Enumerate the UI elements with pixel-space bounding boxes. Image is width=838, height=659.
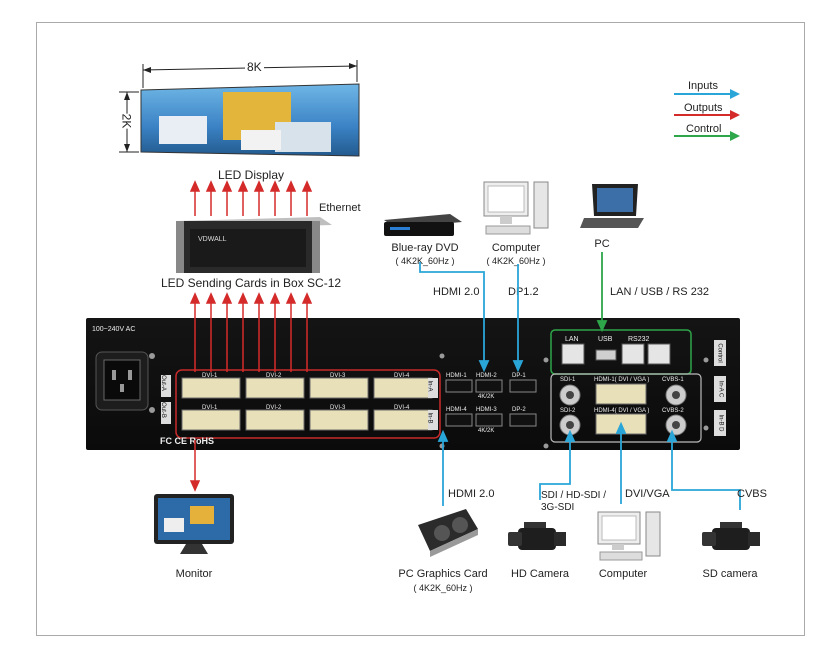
dp-1-port — [509, 379, 537, 393]
cvbs-1-label: CVBS-1 — [662, 377, 684, 383]
dvi-a-1-label: DVI-1 — [202, 373, 218, 379]
computer-bottom-icon — [597, 511, 661, 561]
hdmi-2-port — [475, 379, 503, 393]
pc-graphics-spec: ( 4K2K_60Hz ) — [413, 583, 473, 593]
dimension-height-label: 2K — [119, 113, 134, 129]
hdmi-2-label: HDMI-2 — [476, 373, 497, 379]
cvbs-link-label: CVBS — [737, 488, 767, 500]
hdmi-4-label: HDMI-4 — [446, 407, 467, 413]
led-display-caption: LED Display — [217, 168, 285, 182]
usb-label: USB — [598, 336, 613, 343]
bluray-name: Blue-ray DVD — [391, 242, 459, 254]
legend-control-label: Control — [686, 123, 722, 135]
hdmi-3-port — [475, 413, 503, 427]
dvi-b-3-label: DVI-3 — [330, 405, 346, 411]
legend-inputs-label: Inputs — [688, 80, 718, 92]
hdmi-link-label: HDMI 2.0 — [433, 286, 480, 298]
k4-label-bottom: 4K/2K — [478, 428, 495, 434]
dvi-out-b-4 — [373, 409, 433, 431]
dp-2-port — [509, 413, 537, 427]
hdmi-1-port — [445, 379, 473, 393]
pc-graphics-caption: PC Graphics Card — [398, 568, 488, 580]
dvi-a-2-label: DVI-2 — [266, 373, 282, 379]
legend-control-arrow-icon — [674, 131, 740, 141]
sdi-2-label: SDI-2 — [560, 408, 576, 414]
rs232-label: RS232 — [628, 336, 650, 343]
lan-label: LAN — [565, 336, 579, 343]
cvbs-2-label: CVBS-2 — [662, 408, 684, 414]
sdi-1-label: SDI-1 — [560, 377, 576, 383]
dvi-out-b-2 — [245, 409, 305, 431]
hdmi-dvi-vga-2-port — [595, 413, 647, 435]
dvi-b-2-label: DVI-2 — [266, 405, 282, 411]
out-b-tag: Out-B — [159, 402, 166, 418]
dvi-a-4-label: DVI-4 — [394, 373, 410, 379]
monitor-caption: Monitor — [175, 568, 213, 580]
legend-outputs-label: Outputs — [684, 102, 723, 114]
ethernet-output-arrows — [189, 180, 313, 216]
bluray-player-icon — [384, 214, 462, 236]
dvi-vga-link-label: DVI/VGA — [625, 488, 670, 500]
pc-name: PC — [594, 238, 610, 250]
dvi-out-a-4 — [373, 377, 433, 399]
hdmi-dvi-vga-2-label: HDMI-4( DVI / VGA ) — [594, 408, 650, 414]
dvi-b-1-label: DVI-1 — [202, 405, 218, 411]
hd-camera-icon — [508, 522, 566, 550]
dvi-out-a-1 — [181, 377, 241, 399]
control-link-label: LAN / USB / RS 232 — [610, 286, 710, 298]
led-display — [119, 60, 360, 157]
dp-link-label: DP1.2 — [508, 286, 539, 298]
monitor-icon — [154, 494, 234, 554]
dvi-out-b-3 — [309, 409, 369, 431]
k4-label-top: 4K/2K — [478, 394, 495, 400]
power-label: 100~240V AC — [92, 326, 136, 333]
chassis-panel — [95, 329, 726, 449]
dp-2-label: DP-2 — [512, 407, 526, 413]
pc-graphics-link-label: HDMI 2.0 — [448, 488, 495, 500]
control-tag: Control — [716, 343, 723, 363]
sending-card-box: VDWALL — [176, 217, 332, 273]
hdmi-dvi-vga-1-label: HDMI-1( DVI / VGA ) — [594, 377, 650, 383]
sdi-link-label-2: 3G-SDI — [541, 502, 575, 513]
svg-text:VDWALL: VDWALL — [198, 236, 227, 243]
in-b-tag: In-B — [426, 412, 433, 424]
bluray-spec: ( 4K2K_60Hz ) — [395, 256, 455, 266]
sd-camera-icon — [702, 522, 760, 550]
ethernet-label: Ethernet — [319, 202, 361, 214]
dvi-out-a-3 — [309, 377, 369, 399]
hdmi-1-label: HDMI-1 — [446, 373, 467, 379]
in-bd-tag: In-B D — [717, 414, 724, 432]
cert-marks: FC CE RoHS — [160, 436, 214, 446]
computer-top-icon — [483, 181, 549, 235]
hdmi-dvi-vga-1-port — [595, 383, 647, 405]
legend-outputs-arrow-icon — [674, 110, 740, 120]
in-ac-tag: In-A C — [717, 380, 724, 398]
hdmi-3-label: HDMI-3 — [476, 407, 497, 413]
sending-box-caption: LED Sending Cards in Box SC-12 — [160, 276, 342, 290]
out-a-tag: Out-A — [159, 375, 166, 391]
legend-arrows — [674, 89, 740, 141]
sd-camera-caption: SD camera — [702, 568, 758, 580]
dvi-a-3-label: DVI-3 — [330, 373, 346, 379]
hdmi-4-port — [445, 413, 473, 427]
output-group-outline — [175, 369, 441, 439]
sdi-link-label: SDI / HD-SDI / — [541, 490, 607, 501]
computer-bottom-caption: Computer — [598, 568, 648, 580]
computer-top-spec: ( 4K2K_60Hz ) — [486, 256, 546, 266]
dvi-out-a-2 — [245, 377, 305, 399]
pc-laptop-icon — [580, 184, 644, 228]
hd-camera-caption: HD Camera — [510, 568, 570, 580]
legend-inputs-arrow-icon — [674, 89, 740, 99]
in-a-tag: In-A — [426, 380, 433, 392]
dimension-width-label: 8K — [245, 60, 264, 74]
dvi-b-4-label: DVI-4 — [394, 405, 410, 411]
dvi-out-b-1 — [181, 409, 241, 431]
graphics-card-icon — [418, 509, 478, 557]
dp-1-label: DP-1 — [512, 373, 526, 379]
computer-top-name: Computer — [491, 242, 541, 254]
